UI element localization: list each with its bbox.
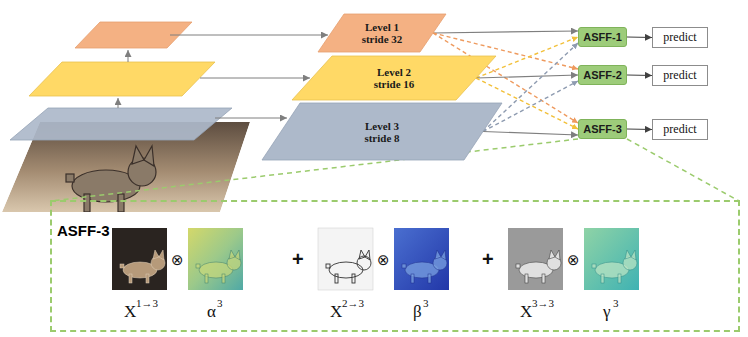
operator: + — [292, 248, 304, 271]
feature-image — [508, 228, 563, 290]
text-block: ASFF-1 — [583, 31, 622, 43]
predict-box: predict — [652, 119, 708, 140]
predict-label: predict — [663, 30, 696, 45]
formula-symbol: X — [124, 302, 136, 322]
level-label: Level 3 stride 8 — [353, 120, 411, 144]
operator: + — [482, 248, 494, 271]
operator: ⊗ — [171, 251, 184, 269]
cat-figure — [592, 250, 637, 283]
text-block: predict — [663, 30, 696, 45]
connector — [627, 128, 652, 130]
operator: ⊗ — [567, 251, 580, 269]
cat-figure — [120, 250, 165, 283]
level-label: Level 2 stride 16 — [365, 66, 423, 90]
text-block: predict — [663, 122, 696, 137]
formula-superscript: 3 — [217, 297, 223, 309]
upward-arrow — [128, 50, 129, 62]
predict-box: predict — [652, 65, 708, 86]
connector — [483, 132, 578, 136]
cat-figure — [402, 250, 447, 283]
formula-superscript: 3 — [613, 297, 619, 309]
feature-image — [318, 228, 373, 290]
text-block: ASFF-3 — [57, 222, 110, 239]
parallelogram-fill — [262, 103, 502, 160]
lateral-arrow — [170, 35, 328, 36]
detail-panel: ASFF-3 — [50, 200, 740, 332]
weight-map — [188, 228, 243, 290]
cat-figure — [66, 146, 156, 212]
formula-superscript: 2→3 — [342, 297, 364, 309]
cat-figure — [196, 250, 241, 283]
formula-symbol: X — [520, 302, 532, 322]
module-name: ASFF-2 — [583, 69, 622, 81]
feature-level: Level 1 stride 32 — [318, 14, 446, 52]
formula-superscript: 1→3 — [136, 297, 158, 309]
weight-map — [394, 228, 449, 290]
asff-module: ASFF-2 — [578, 65, 627, 85]
predict-label: predict — [663, 122, 696, 137]
cat-figure — [516, 250, 561, 283]
level-label: Level 1 stride 32 — [353, 21, 411, 45]
text-block: predict — [663, 68, 696, 83]
text-block: Level 2 stride 16 — [365, 66, 423, 90]
image-ground — [508, 228, 563, 290]
backbone-layer — [29, 62, 215, 96]
image-ground — [318, 228, 373, 290]
connector — [627, 139, 739, 201]
image-ground — [112, 228, 167, 290]
text-block: Level 1 stride 32 — [353, 21, 411, 45]
formula-symbol: X — [330, 302, 342, 322]
feature-level: Level 2 stride 16 — [292, 56, 496, 100]
connector — [627, 36, 652, 38]
image-ground — [584, 228, 639, 290]
panel-heading: ASFF-3 — [57, 222, 110, 239]
weight-map — [584, 228, 639, 290]
lateral-arrow — [200, 78, 310, 79]
feature-level: Level 3 stride 8 — [262, 103, 502, 160]
parallelogram-fill — [318, 14, 446, 52]
text-block: Level 3 stride 8 — [353, 120, 411, 144]
connector — [476, 75, 578, 78]
lateral-arrow — [215, 118, 287, 119]
text-block: ASFF-2 — [583, 69, 622, 81]
operator: ⊗ — [377, 251, 390, 269]
predict-box: predict — [652, 27, 708, 48]
formula-superscript: 3 — [423, 297, 429, 309]
connector — [483, 43, 578, 132]
cat-figure — [326, 250, 371, 283]
module-name: ASFF-3 — [583, 123, 622, 135]
text-block: ASFF-3 — [583, 123, 622, 135]
asff-module: ASFF-3 — [578, 119, 627, 139]
asff-module: ASFF-1 — [578, 27, 627, 47]
parallelogram-fill — [292, 56, 496, 100]
image-ground — [188, 228, 243, 290]
formula-symbol: α — [207, 302, 216, 322]
formula-symbol: γ — [603, 302, 611, 322]
predict-label: predict — [663, 68, 696, 83]
connector — [433, 31, 578, 33]
module-name: ASFF-1 — [583, 31, 622, 43]
formula-symbol: β — [413, 302, 422, 322]
connector — [627, 74, 652, 76]
image-ground — [394, 228, 449, 290]
formula-superscript: 3→3 — [532, 297, 554, 309]
upward-arrow — [118, 98, 119, 108]
feature-image — [112, 228, 167, 290]
backbone-layer — [10, 108, 232, 140]
